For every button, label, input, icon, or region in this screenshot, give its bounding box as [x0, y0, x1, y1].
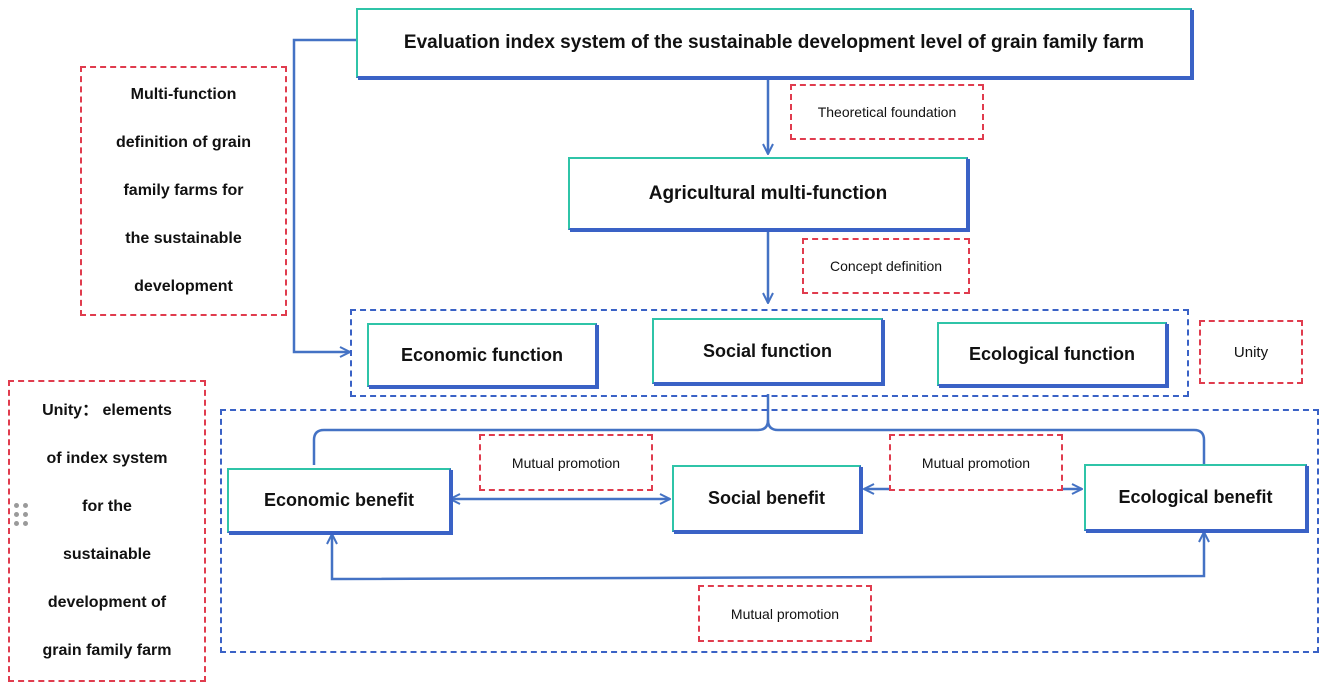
arrow-title-to-functions-group — [292, 38, 356, 352]
social-benefit-label: Social benefit — [707, 488, 826, 508]
side-bottom-line: for the — [82, 498, 132, 515]
note-mutual-promotion-right: Mutual promotion — [889, 434, 1063, 491]
note-mutual-left-label: Mutual promotion — [511, 454, 621, 471]
note-concept-definition: Concept definition — [802, 238, 970, 294]
note-theoretical-foundation: Theoretical foundation — [790, 84, 984, 140]
side-bottom-line: of index system — [46, 450, 168, 467]
economic-benefit-box: Economic benefit — [227, 468, 451, 533]
social-function-label: Social function — [702, 340, 832, 361]
ecological-function-box: Ecological function — [937, 322, 1167, 386]
side-top-line: definition of grain — [115, 134, 252, 151]
note-unity: Unity — [1199, 320, 1303, 384]
note-concept-label: Concept definition — [829, 258, 943, 274]
note-mutual-promotion-bottom: Mutual promotion — [698, 585, 872, 642]
note-mutual-promotion-left: Mutual promotion — [479, 434, 653, 491]
agricultural-multi-function-box: Agricultural multi-function — [568, 157, 968, 230]
functions-group — [350, 309, 1189, 397]
note-theoretical-label: Theoretical foundation — [817, 104, 957, 120]
ecological-benefit-label: Ecological benefit — [1118, 487, 1273, 507]
side-top-line: Multi-function — [130, 86, 237, 103]
note-unity-label: Unity — [1233, 343, 1269, 361]
ecological-function-label: Ecological function — [968, 343, 1135, 364]
economic-function-box: Economic function — [367, 323, 597, 387]
drag-handle-icon[interactable] — [14, 503, 32, 529]
social-benefit-box: Social benefit — [672, 465, 861, 532]
side-bottom-line: Unity： elements — [42, 402, 172, 419]
side-bottom-line: grain family farm — [42, 642, 172, 659]
side-bottom-line: sustainable — [62, 546, 152, 563]
note-mutual-bottom-label: Mutual promotion — [730, 605, 840, 622]
ecological-benefit-box: Ecological benefit — [1084, 464, 1307, 531]
side-bottom-line: development of — [47, 594, 167, 611]
economic-function-label: Economic function — [401, 344, 563, 365]
side-top-line: family farms for — [123, 182, 244, 199]
bracket-right-branch — [766, 419, 1206, 465]
side-top-line: development — [134, 278, 233, 295]
side-top-line: the sustainable — [125, 230, 242, 247]
arrow-econ-eco-bottom — [332, 532, 1204, 581]
title-box-label: Evaluation index system of the sustainab… — [403, 32, 1145, 53]
title-box: Evaluation index system of the sustainab… — [356, 8, 1192, 78]
side-note-multi-function: Multi-function definition of grain famil… — [80, 66, 287, 316]
benefits-group — [220, 409, 1319, 653]
social-function-box: Social function — [652, 318, 883, 384]
side-note-unity-elements: Unity： elements of index system for the … — [8, 380, 206, 682]
economic-benefit-label: Economic benefit — [263, 490, 415, 510]
agri-label: Agricultural multi-function — [648, 182, 888, 204]
note-mutual-right-label: Mutual promotion — [921, 454, 1031, 471]
